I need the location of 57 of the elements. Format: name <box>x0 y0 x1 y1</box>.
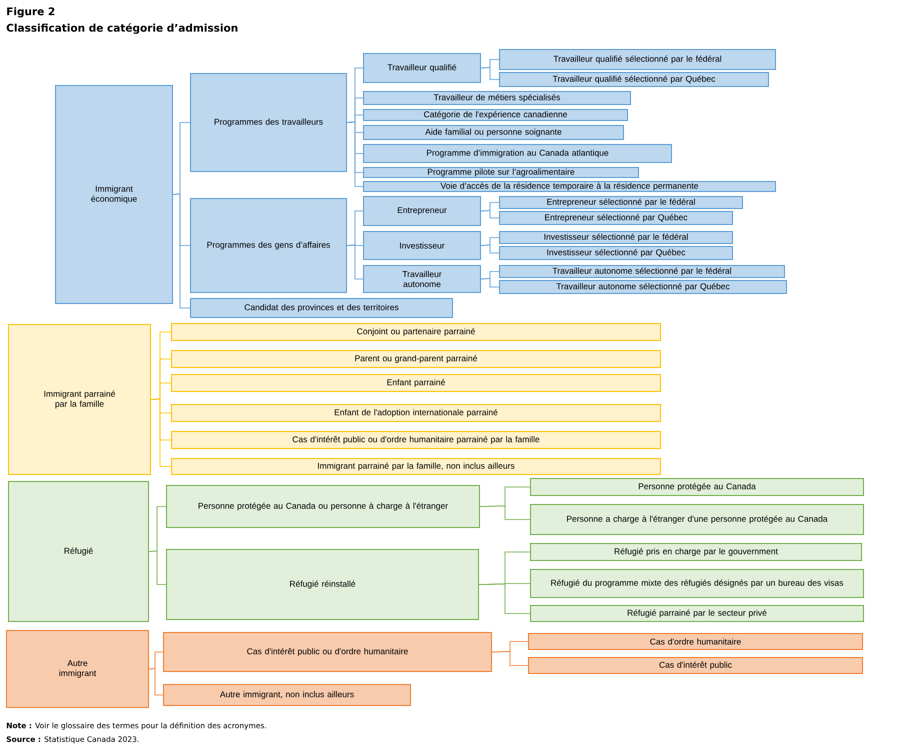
subcategory-box: Entrepreneur sélectionné par le fédéral <box>499 196 743 209</box>
subcategory-box: Immigrant parrainé par la famille, non inclus ailleurs <box>171 458 661 475</box>
subcategory-box: Conjoint ou partenaire parrainé <box>171 323 661 341</box>
subcategory-box: Programmes des gens d’affaires <box>190 198 347 293</box>
connector <box>346 244 364 280</box>
subcategory-box: Travailleur qualifié sélectionné par Québec <box>499 72 769 87</box>
subcategory-box: Aide familial ou personne soignante <box>363 125 624 140</box>
subcategory-box: Travailleur qualifié sélectionné par le fédéral <box>499 49 776 70</box>
subcategory-box: Investisseur <box>363 231 481 260</box>
connector <box>148 668 164 696</box>
connector <box>148 550 166 585</box>
connector <box>172 194 190 308</box>
connector <box>478 584 530 614</box>
subcategory-box: Travailleur autonome <box>363 265 481 293</box>
subcategory-box: Réfugié pris en charge par le gouvernment <box>530 543 862 561</box>
subcategory-box: Cas d'intérêt public ou d'ordre humanitaire <box>163 632 492 672</box>
category-box: Immigrant parrainé par la famille <box>8 324 151 475</box>
subcategory-box: Cas d'intérêt public ou d'ordre humanitaire parrainé par la famille <box>171 431 661 449</box>
connector <box>480 244 500 254</box>
category-box: Immigrant économique <box>55 85 173 304</box>
subcategory-box: Entrepreneur <box>363 196 481 226</box>
subcategory-box: Cas d'ordre humanitaire <box>528 633 863 650</box>
connector <box>492 651 528 666</box>
subcategory-box: Personne protégée au Canada ou personne à charge à l'étranger <box>166 485 480 528</box>
subcategory-box: Cas d'intérêt public <box>528 657 863 674</box>
subcategory-box: Réfugié du programme mixte des réfugiés désignés par un bureau des visas <box>530 569 864 598</box>
connector <box>480 278 500 288</box>
figure-number: Figure 2 <box>7 7 54 18</box>
subcategory-box: Autre immigrant, non inclus ailleurs <box>163 684 411 706</box>
subcategory-box: Investisseur sélectionné par Québec <box>499 246 733 260</box>
subcategory-box: Programme d’immigration au Canada atlantique <box>363 144 672 163</box>
connector <box>346 122 364 187</box>
subcategory-box: Travailleur qualifié <box>363 53 481 83</box>
subcategory-box: Réfugié parrainé par le secteur privé <box>530 605 864 622</box>
connector <box>480 506 530 520</box>
figure-title: Classification de catégorie d’admission <box>6 23 238 34</box>
subcategory-box: Personne protégée au Canada <box>530 478 864 496</box>
category-box: Autre immigrant <box>6 630 149 708</box>
subcategory-box: Catégorie de l'expérience canadienne <box>363 109 628 121</box>
subcategory-box: Voie d’accès de la résidence temporaire à la résidence permanente <box>363 181 776 192</box>
subcategory-box: Entrepreneur sélectionné par Québec <box>499 211 733 225</box>
subcategory-box: Enfant de l'adoption internationale parrainé <box>171 404 661 422</box>
subcategory-box: Programme pilote sur l’agroalimentaire <box>363 167 639 178</box>
connector <box>480 210 500 218</box>
subcategory-box: Travailleur autonome sélectionné par le fédéral <box>499 265 785 278</box>
category-box: Réfugié <box>8 481 149 622</box>
subcategory-box: Parent ou grand-parent parrainé <box>171 350 661 368</box>
subcategory-box: Travailleur autonome sélectionné par Québec <box>499 280 787 294</box>
subcategory-box: Réfugié réinstallé <box>166 549 479 620</box>
subcategory-box: Investisseur sélectionné par le fédéral <box>499 231 733 244</box>
subcategory-box: Candidat des provinces et des territoires <box>190 298 453 318</box>
subcategory-box: Personne a charge à l'étranger d'une personne protégée au Canada <box>530 504 864 535</box>
subcategory-box: Programmes des travailleurs <box>190 73 347 172</box>
connector <box>480 67 500 80</box>
subcategory-box: Enfant parrainé <box>171 374 661 392</box>
connector <box>150 398 172 467</box>
subcategory-box: Travailleur de métiers spécialisés <box>363 91 631 105</box>
